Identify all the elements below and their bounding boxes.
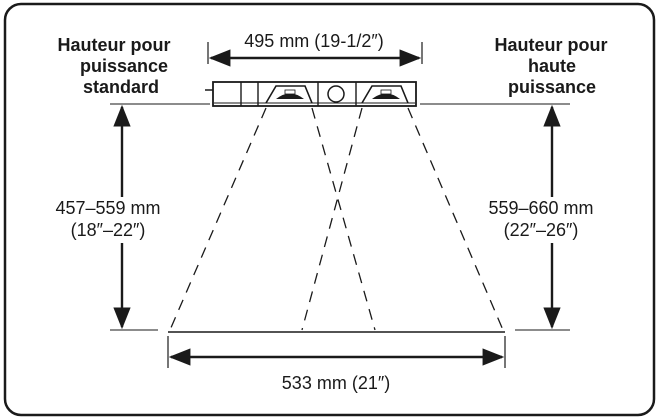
left-height-inches: (18″–22″) [71,220,146,240]
left-heading-line-1: Hauteur pour [57,35,170,55]
left-height-label: 457–559 mm (18″–22″) [55,197,165,243]
diagram-frame [3,2,656,417]
top-width-label: 495 mm (19-1/2″) [244,31,383,51]
right-height-mm: 559–660 mm [488,198,593,218]
heat-beam-lines [169,107,504,331]
right-height-inches: (22″–26″) [504,220,579,240]
standard-power-heading: Hauteur pour puissance standard [57,35,170,97]
bottom-width-label: 533 mm (21″) [282,373,390,393]
right-heading-line-1: Hauteur pour [494,35,607,55]
top-width-dimension: 495 mm (19-1/2″) [207,26,423,67]
right-heading-line-3: puissance [508,77,596,97]
left-height-mm: 457–559 mm [55,198,160,218]
right-height-label: 559–660 mm (22″–26″) [484,197,600,243]
heater-unit [205,81,417,107]
right-heading-line-2: haute [528,56,576,76]
left-heading-line-3: standard [83,77,159,97]
high-power-heading: Hauteur pour haute puissance [494,35,607,97]
bottom-width-dimension: 533 mm (21″) [167,336,506,393]
left-heading-line-2: puissance [80,56,168,76]
